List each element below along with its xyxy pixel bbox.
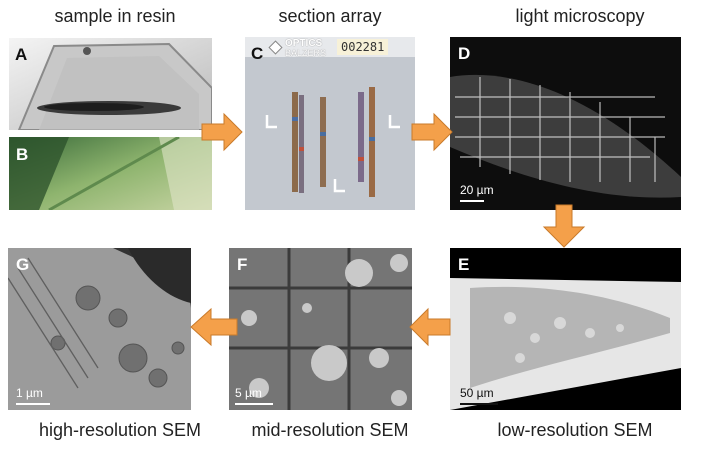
slide-number-label: 002281	[337, 39, 389, 55]
panel-b-sample-photo: B	[9, 137, 212, 210]
scale-bar-e: 50 µm	[460, 383, 520, 405]
title-section-array: section array	[278, 6, 382, 26]
panel-f-mid-resolution-sem: F 5 µm	[229, 248, 412, 410]
arrow-a-to-c	[201, 112, 243, 152]
scale-bar-g-label: 1 µm	[16, 386, 43, 400]
scale-bar-d: 20 µm	[460, 180, 500, 202]
title-sample-in-resin: sample in resin	[54, 6, 176, 26]
panel-letter-f: F	[237, 255, 248, 274]
arrow-e-to-f	[409, 307, 451, 347]
panel-g-high-resolution-sem: G 1 µm	[8, 248, 191, 410]
panel-e-low-resolution-sem: E 50 µm	[450, 248, 681, 410]
scale-bar-d-label: 20 µm	[460, 183, 494, 197]
panel-a-sample-in-resin: A	[9, 38, 212, 130]
fluorescence-root-image	[450, 37, 681, 210]
title-mid-resolution-sem: mid-resolution SEM	[251, 420, 409, 440]
panel-d-light-microscopy: D 20 µm	[450, 37, 681, 210]
green-block-image	[9, 137, 212, 210]
scale-bar-e-label: 50 µm	[460, 386, 494, 400]
arrow-d-to-e	[542, 204, 586, 248]
panel-letter-a: A	[15, 45, 28, 64]
section-array-image	[245, 37, 415, 210]
panel-letter-e: E	[458, 255, 470, 274]
title-low-resolution-sem: low-resolution SEM	[497, 420, 653, 440]
title-high-resolution-sem: high-resolution SEM	[38, 420, 202, 440]
section-ribbons	[292, 87, 375, 197]
panel-c-section-array: OPTICS BALZERS 002281 C	[245, 37, 415, 210]
resin-block-image	[9, 38, 212, 130]
title-light-microscopy: light microscopy	[515, 6, 645, 26]
mid-res-sem-image	[229, 248, 412, 410]
scale-bar-f-label: 5 µm	[235, 386, 262, 400]
arrow-f-to-g	[190, 307, 238, 347]
arrow-c-to-d	[411, 112, 453, 152]
high-res-sem-image	[8, 248, 191, 410]
scale-bar-f: 5 µm	[235, 383, 285, 405]
slide-brand-optics: OPTICS	[285, 38, 323, 49]
panel-letter-b: B	[16, 145, 29, 164]
panel-letter-c: C	[251, 44, 264, 63]
low-res-sem-image	[450, 248, 681, 410]
panel-letter-g: G	[16, 255, 30, 274]
scale-bar-g: 1 µm	[16, 383, 66, 405]
panel-letter-d: D	[458, 44, 471, 63]
slide-brand-balzers: BALZERS	[285, 48, 327, 58]
